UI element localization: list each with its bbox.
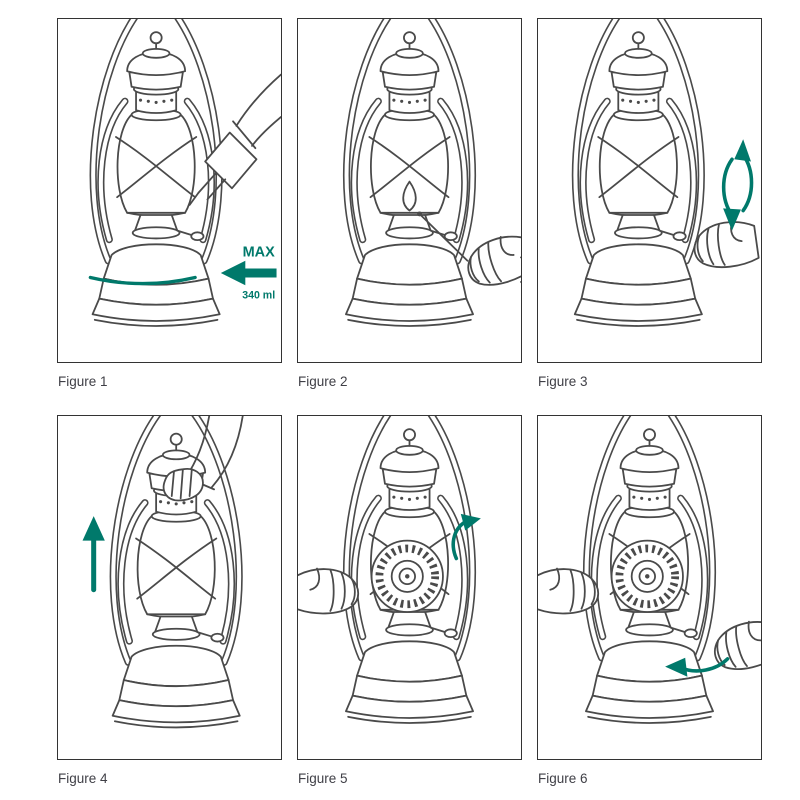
figure-6-panel [537,415,762,760]
figure-4-caption: Figure 4 [58,771,108,786]
figure-3-illustration [538,19,761,362]
figure-6: Figure 6 [537,415,762,786]
fuel-bottle-and-hand-icon [188,73,281,206]
burner-detail-icon [612,541,683,612]
max-fill-line-icon [88,275,197,286]
figure-5-illustration [298,416,481,759]
up-arrow-icon [82,516,105,593]
figure-5-panel [297,415,522,760]
volume-label: 340 ml [242,290,275,302]
figure-6-caption: Figure 6 [538,771,588,786]
arm-and-hand-icon [162,416,244,502]
flame-icon [402,180,417,212]
figure-4-illustration [82,416,244,759]
left-arrow-icon [665,657,730,677]
figure-2-illustration [298,19,521,362]
burner-detail-icon [372,541,443,612]
figure-3-caption: Figure 3 [538,374,588,389]
figure-1-illustration: MAX 340 ml [88,19,281,362]
match-and-hand-icon [417,211,521,294]
figure-6-illustration [538,416,761,759]
figure-1-caption: Figure 1 [58,374,108,389]
figure-5: Figure 5 [297,415,522,786]
figure-4-panel [57,415,282,760]
max-label: MAX [243,244,276,260]
max-arrow-icon: MAX 340 ml [220,244,277,302]
turn-arrow-icon [451,513,481,561]
figure-2: Figure 2 [297,18,522,389]
figure-4: Figure 4 [57,415,282,786]
figure-1-panel: MAX 340 ml [57,18,282,363]
figure-1: MAX 340 ml Figure 1 [57,18,282,389]
rotate-arrows-icon [721,139,754,231]
hand-icon [690,217,761,273]
figure-3-panel [537,18,762,363]
figure-2-caption: Figure 2 [298,374,348,389]
figure-3: Figure 3 [537,18,762,389]
figure-2-panel [297,18,522,363]
figure-5-caption: Figure 5 [298,771,348,786]
